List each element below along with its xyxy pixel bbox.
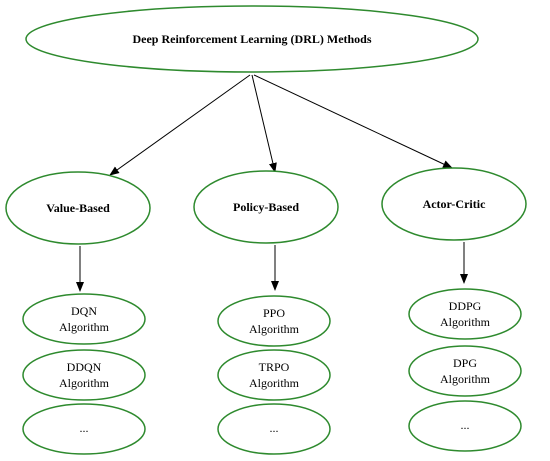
algorithm-ellipse-actor-2 (408, 345, 522, 397)
algorithm-ellipse-policy-more (217, 403, 331, 455)
algorithm-ellipse-policy-2 (217, 349, 331, 401)
root-ellipse (25, 5, 479, 73)
algorithm-ellipse-actor-more (408, 400, 522, 452)
arrow-root-to-value-based (109, 74, 251, 176)
arrow-root-to-policy-based (251, 74, 277, 173)
algorithm-ellipse-value-2 (22, 349, 146, 401)
category-ellipse-actor-critic (381, 167, 527, 241)
algorithm-ellipse-value-more (22, 403, 146, 455)
algorithm-ellipse-policy-1 (217, 295, 331, 347)
arrow-root-to-actor-critic (253, 74, 453, 169)
algorithm-ellipse-value-1 (22, 293, 146, 345)
algorithm-ellipse-actor-1 (408, 288, 522, 340)
category-ellipse-value-based (5, 171, 151, 245)
category-ellipse-policy-based (193, 170, 339, 244)
